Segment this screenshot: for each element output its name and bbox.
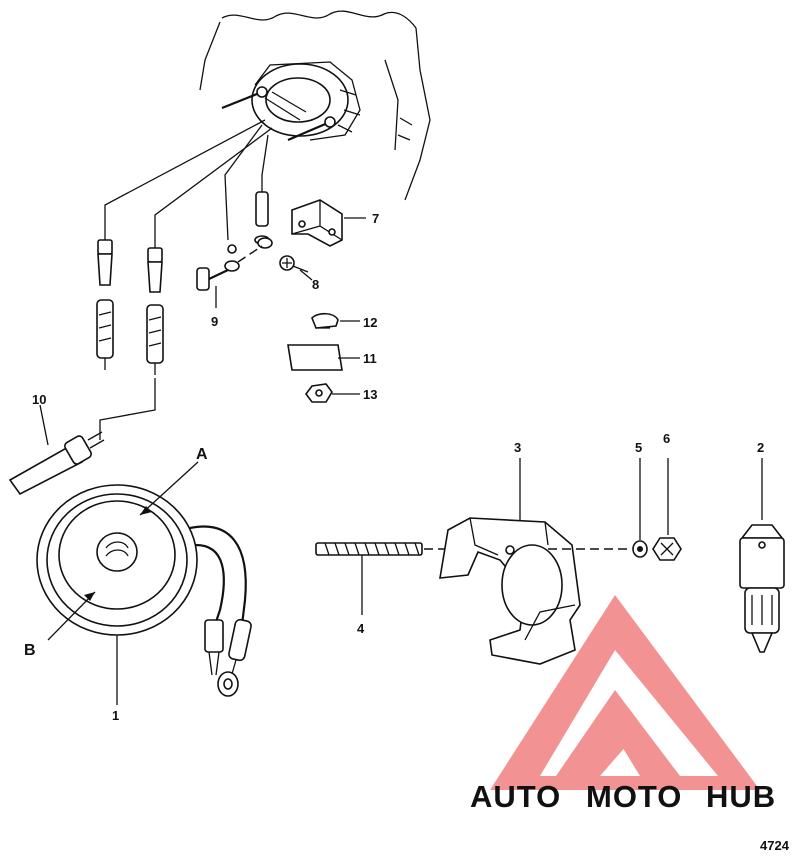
callout-12: 12: [363, 315, 377, 330]
callout-13: 13: [363, 387, 377, 402]
watermark-auto: AUTO: [470, 779, 561, 814]
callout-leaders: [47, 458, 763, 705]
watermark-moto: MOTO: [586, 779, 682, 814]
callout-10: 10: [32, 392, 46, 407]
callout-1: 1: [112, 708, 119, 723]
part-8-screw: [279, 255, 313, 281]
watermark-logo: [490, 595, 760, 790]
callout-labels: 7 8 9 12 11 13 10 A B 1 3 5 6 2 4: [24, 211, 764, 723]
wire-leads: [96, 119, 273, 440]
part-3-bracket: [439, 517, 632, 665]
figure-id: 4724: [760, 838, 790, 853]
callout-b: B: [24, 642, 36, 659]
parts-5-6: [632, 537, 682, 561]
callout-7: 7: [372, 211, 379, 226]
parts-11-12-13: [287, 312, 360, 403]
callout-3: 3: [514, 440, 521, 455]
callout-8: 8: [312, 277, 319, 292]
part-2-module: [739, 524, 785, 653]
engine-housing-sketch: [199, 10, 431, 201]
logo-m-right: [615, 690, 680, 776]
callout-11: 11: [363, 351, 377, 366]
watermark-text: AUTO MOTO HUB: [470, 779, 776, 814]
callout-9: 9: [211, 314, 218, 329]
callout-4: 4: [357, 621, 365, 636]
callout-6: 6: [663, 431, 670, 446]
part-10-cable: [8, 404, 105, 496]
part-7-bracket: [291, 199, 366, 247]
watermark-hub: HUB: [706, 779, 776, 814]
part-1-coil: [36, 484, 252, 697]
callout-a: A: [196, 446, 208, 463]
part-9-screw: [196, 237, 273, 308]
callout-5: 5: [635, 440, 642, 455]
callout-2: 2: [757, 440, 764, 455]
part-4-screw: [315, 542, 452, 556]
